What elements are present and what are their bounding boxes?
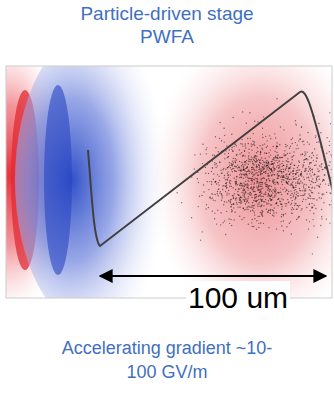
dimension-label: 100 um [186, 281, 290, 315]
stage-title: Particle-driven stage PWFA [52, 2, 282, 48]
wake-field-map [6, 66, 332, 298]
particle-bunch [176, 98, 332, 255]
gradient-caption: Accelerating gradient ~10-100 GV/m [52, 336, 282, 384]
dimension-arrow [100, 275, 326, 277]
frame [6, 66, 332, 298]
field-curve [88, 92, 332, 246]
wake-pink-region [150, 66, 332, 298]
